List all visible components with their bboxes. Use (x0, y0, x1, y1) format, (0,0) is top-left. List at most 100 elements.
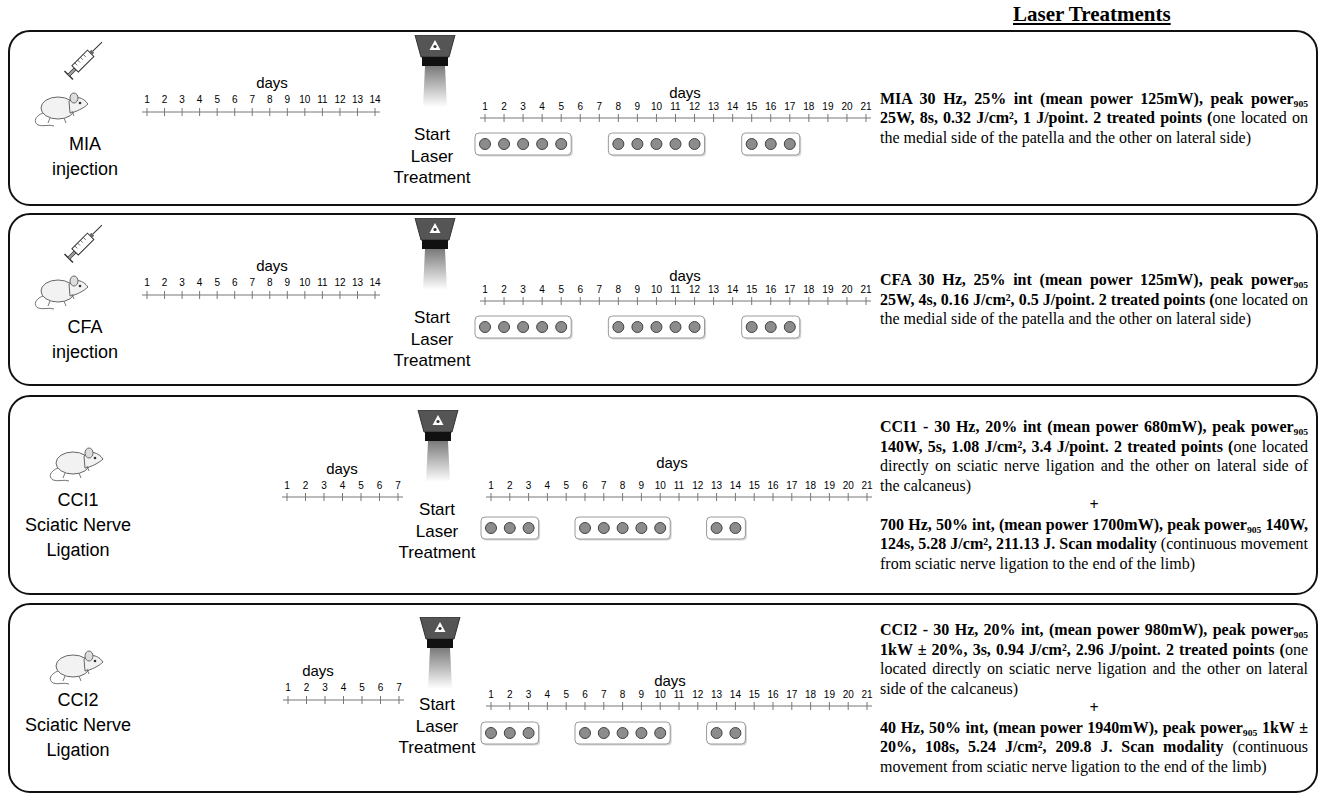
day-number: 20 (841, 101, 852, 113)
treatment-session-dot (580, 523, 591, 534)
timeline-tick (287, 108, 288, 116)
timeline-tick (848, 493, 849, 501)
day-number: 2 (501, 284, 507, 296)
day-number: 5 (563, 689, 569, 701)
treatment-session-dot (670, 139, 681, 150)
axis-label-wrap: days (669, 84, 701, 101)
day-number-wrap: 17 (786, 480, 797, 492)
timeline-tick (491, 493, 492, 501)
timeline-tick (660, 702, 661, 710)
treatment-session-dot (651, 139, 662, 150)
timeline-tick (585, 702, 586, 710)
treatment-session-box (475, 316, 571, 338)
treatment-session-dot (556, 322, 567, 333)
timeline-tick (252, 108, 253, 116)
parameter-description: MIA 30 Hz, 25% int (mean power 125mW), p… (880, 89, 1308, 148)
day-number: 4 (341, 682, 347, 694)
timeline-tick (679, 702, 680, 710)
day-number-wrap: 12 (334, 94, 345, 106)
start-label-wrap: Start Laser Treatment (392, 307, 473, 372)
day-number: 21 (860, 101, 871, 113)
parameter-paragraph: CCI2 - 30 Hz, 20% int, (mean power 980mW… (880, 620, 1308, 698)
parameter-description: CCI2 - 30 Hz, 20% int, (mean power 980mW… (880, 620, 1308, 776)
day-number-wrap: 17 (784, 101, 795, 113)
day-number: 6 (377, 480, 383, 492)
day-number: 1 (482, 101, 488, 113)
day-number-wrap: 1 (144, 94, 150, 106)
day-number: 6 (582, 480, 588, 492)
timeline-tick (164, 108, 165, 116)
day-number: 17 (786, 689, 797, 701)
treatment-session-dot (711, 523, 722, 534)
timeline-tick (656, 114, 657, 122)
timeline-tick (547, 493, 548, 501)
day-number: 2 (303, 480, 309, 492)
start-label: Start Laser Treatment (397, 694, 478, 759)
day-number: 13 (708, 284, 719, 296)
timeline-tick (217, 108, 218, 116)
timeline-tick (846, 114, 847, 122)
day-number: 12 (334, 94, 345, 106)
timeline-tick (716, 702, 717, 710)
day-number-wrap: 14 (369, 94, 380, 106)
day-number: 6 (577, 101, 583, 113)
axis-label-wrap: days (326, 460, 358, 477)
timeline-tick (322, 291, 323, 299)
treatment-session-box (707, 517, 746, 539)
day-number: 3 (179, 277, 185, 289)
timeline-tick (773, 493, 774, 501)
timeline-tick (622, 702, 623, 710)
model-name: CCI1 (23, 488, 134, 513)
timeline-tick (566, 493, 567, 501)
axis-label-wrap: days (256, 257, 288, 274)
day-number: 9 (285, 94, 291, 106)
parameter-description: CCI1 - 30 Hz, 20% int (mean power 680mW)… (880, 417, 1308, 573)
timeline-tick (751, 297, 752, 305)
day-number-wrap: 21 (861, 689, 872, 701)
timeline-tick (288, 696, 289, 704)
day-number: 12 (692, 689, 703, 701)
day-number: 1 (482, 284, 488, 296)
day-number-wrap: 3 (520, 284, 526, 296)
day-number: 4 (545, 689, 551, 701)
model-name: Sciatic Nerve Ligation (23, 513, 134, 563)
day-number: 19 (824, 480, 835, 492)
model-name-column: CCI2Sciatic Nerve Ligation (23, 688, 134, 763)
timeline-tick (867, 702, 868, 710)
timeline-tick (523, 114, 524, 122)
laser-device-icon (415, 35, 455, 107)
timeline-tick (375, 108, 376, 116)
treatment-session-dot (689, 322, 700, 333)
protocol-panel: CCI2Sciatic Nerve LigationdaysdaysStart … (8, 603, 1318, 793)
day-number: 5 (358, 480, 364, 492)
timeline-tick (509, 493, 510, 501)
timeline-tick (182, 108, 183, 116)
rat-icon (50, 448, 103, 481)
timeline-tick (164, 291, 165, 299)
day-number-wrap: 7 (597, 101, 603, 113)
day-number-wrap: 1 (488, 689, 494, 701)
day-number-wrap: 5 (358, 480, 364, 492)
model-name-column: CCI1Sciatic Nerve Ligation (23, 488, 134, 563)
timeline-tick (547, 702, 548, 710)
day-number-wrap: 19 (822, 284, 833, 296)
timeline-tick (713, 114, 714, 122)
timeline-tick (735, 702, 736, 710)
day-number-wrap: 1 (482, 101, 488, 113)
axis-label: days (256, 257, 288, 274)
timeline-tick (603, 702, 604, 710)
day-number: 13 (711, 480, 722, 492)
day-number: 17 (786, 480, 797, 492)
day-number-wrap: 20 (841, 284, 852, 296)
day-number-wrap: 12 (689, 284, 700, 296)
day-number: 6 (232, 277, 238, 289)
day-number: 4 (340, 480, 346, 492)
rat-icon (50, 651, 103, 684)
timeline-tick (339, 291, 340, 299)
protocol-panel: CCI1Sciatic Nerve LigationdaysdaysStart … (8, 395, 1318, 595)
timeline-tick (509, 702, 510, 710)
timeline-tick (732, 114, 733, 122)
day-number: 6 (232, 94, 238, 106)
day-number: 14 (727, 101, 738, 113)
treatment-session-dot (689, 139, 700, 150)
